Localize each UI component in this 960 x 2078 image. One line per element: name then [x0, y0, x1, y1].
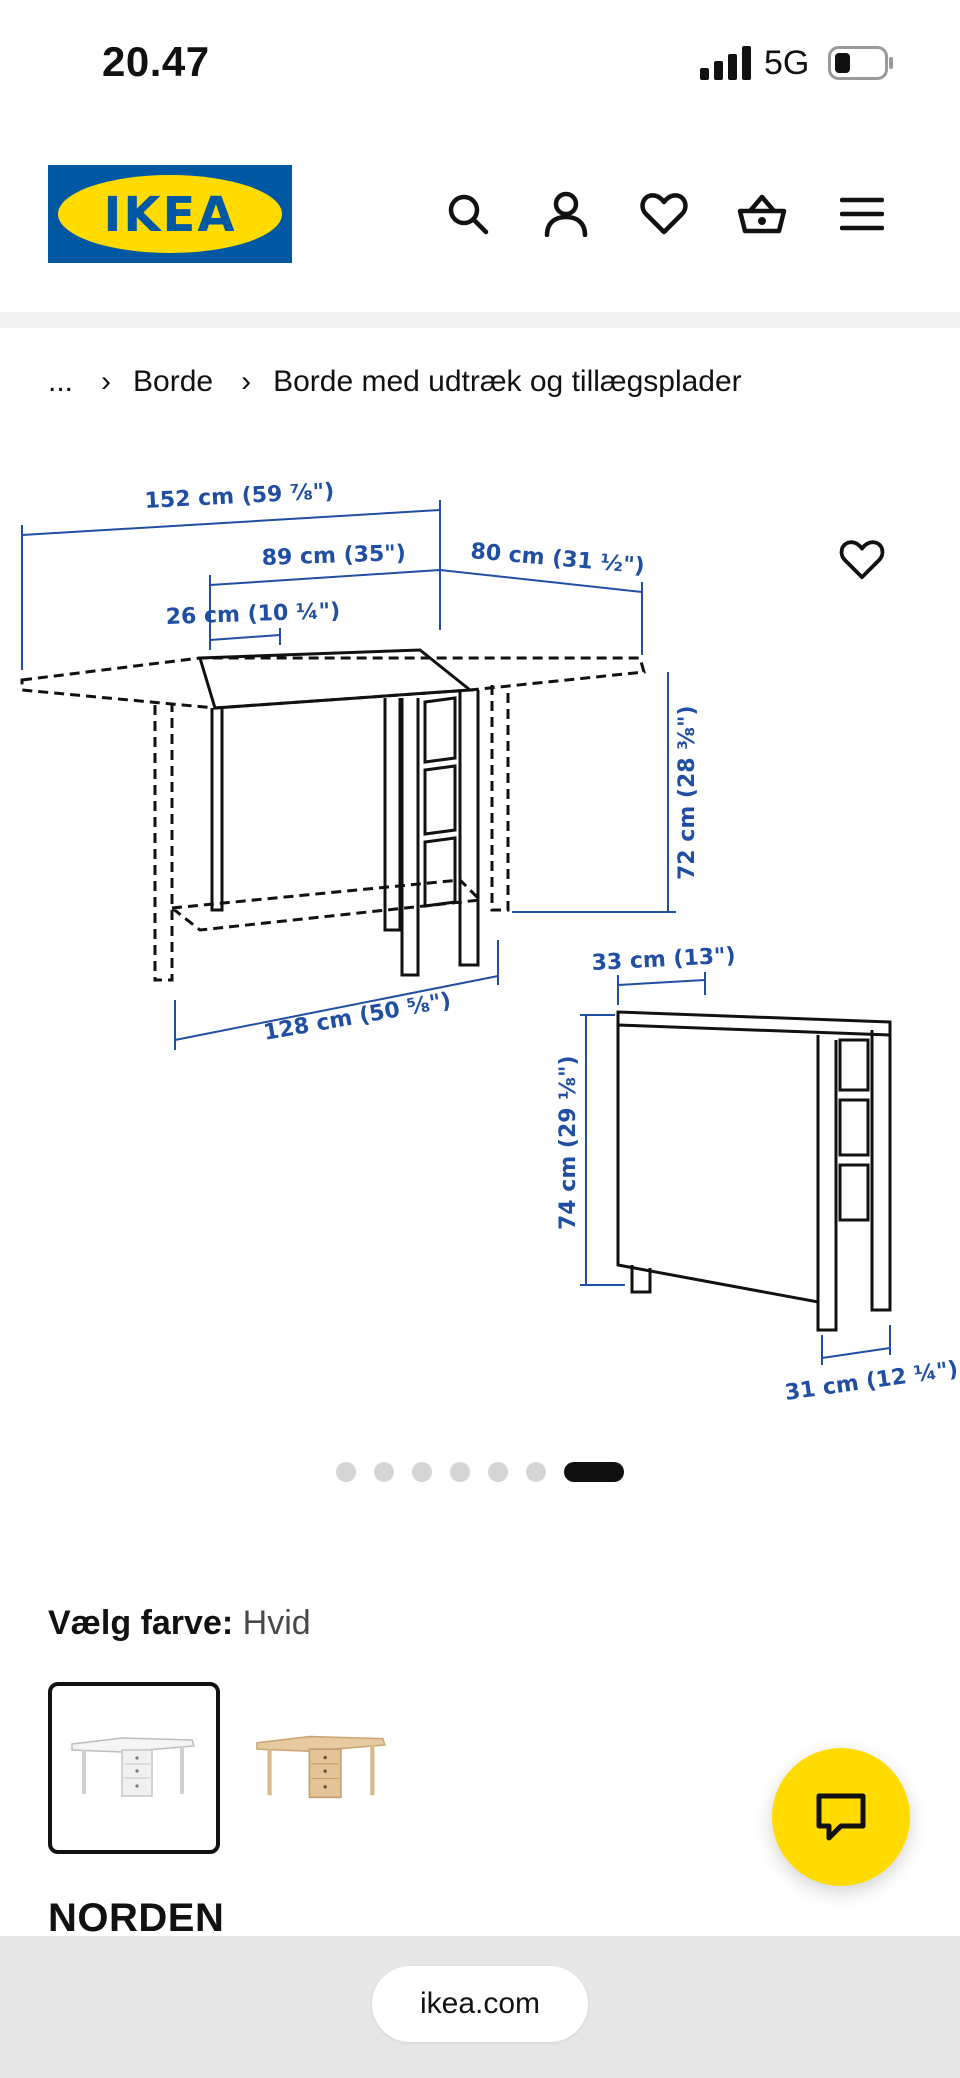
breadcrumb-item-borde[interactable]: Borde	[133, 365, 214, 398]
color-swatch-white[interactable]	[48, 1682, 220, 1854]
birch-table-thumbnail	[256, 1735, 386, 1799]
chat-bubble-icon	[816, 1793, 866, 1841]
carousel-dot[interactable]	[412, 1462, 432, 1482]
menu-icon[interactable]	[830, 182, 894, 246]
chevron-right-icon: ›	[241, 365, 252, 398]
dim-folded-width: 31 cm (12 ¼")	[783, 1357, 959, 1406]
dim-folded-depth: 33 cm (13")	[591, 943, 736, 976]
wishlist-heart-icon[interactable]	[632, 182, 696, 246]
network-label: 5G	[764, 44, 810, 82]
color-selected-value: Hvid	[242, 1604, 311, 1642]
carousel-dot[interactable]	[526, 1462, 546, 1482]
address-bar-url: ikea.com	[419, 1987, 541, 2020]
carousel-dot[interactable]	[488, 1462, 508, 1482]
dim-floor-length: 128 cm (50 ⅝")	[262, 988, 453, 1046]
color-swatch-birch[interactable]	[236, 1682, 408, 1854]
breadcrumb-ellipsis[interactable]: ...	[48, 365, 74, 398]
header-divider	[0, 312, 960, 328]
dim-centre-width: 26 cm (10 ¼")	[165, 599, 340, 630]
image-carousel-dots	[0, 1460, 960, 1484]
carousel-dot-active[interactable]	[564, 1462, 624, 1482]
carousel-dot[interactable]	[374, 1462, 394, 1482]
logo-text: IKEA	[104, 187, 237, 243]
basket-icon[interactable]	[730, 182, 794, 246]
address-bar[interactable]: ikea.com	[372, 1966, 588, 2042]
dim-folded-height: 74 cm (29 ⅛")	[556, 1055, 581, 1230]
search-icon[interactable]	[436, 182, 500, 246]
breadcrumb-item-extension-tables[interactable]: Borde med udtræk og tillægsplader	[273, 365, 742, 398]
dim-height-open: 72 cm (28 ⅜")	[675, 705, 700, 880]
heart-icon	[839, 540, 885, 580]
site-header: IKEA	[0, 130, 960, 310]
carousel-dot[interactable]	[450, 1462, 470, 1482]
dim-total-length: 152 cm (59 ⅞")	[144, 479, 335, 514]
dim-leaf-length: 80 cm (31 ½")	[469, 539, 645, 579]
product-name: NORDEN	[48, 1896, 225, 1940]
carousel-dot[interactable]	[336, 1462, 356, 1482]
battery-icon	[828, 46, 893, 80]
chevron-right-icon: ›	[101, 365, 112, 398]
ikea-logo[interactable]: IKEA	[48, 165, 292, 263]
chat-button[interactable]	[772, 1748, 910, 1886]
dim-middle-length: 89 cm (35")	[261, 541, 406, 571]
browser-toolbar: ikea.com	[0, 1936, 960, 2078]
breadcrumb: ... › Borde › Borde med udtræk og tillæg…	[48, 362, 742, 402]
color-label: Vælg farve: Hvid	[48, 1604, 311, 1643]
status-bar: 20.47 5G	[0, 0, 960, 130]
white-table-thumbnail	[71, 1737, 196, 1797]
product-dimension-image[interactable]: 152 cm (59 ⅞") 89 cm (35") 80 cm (31 ½")…	[0, 440, 960, 1420]
color-label-title: Vælg farve:	[48, 1604, 234, 1642]
favorite-button[interactable]	[832, 530, 892, 590]
status-time: 20.47	[102, 38, 210, 85]
account-icon[interactable]	[534, 182, 598, 246]
signal-icon	[700, 46, 751, 80]
